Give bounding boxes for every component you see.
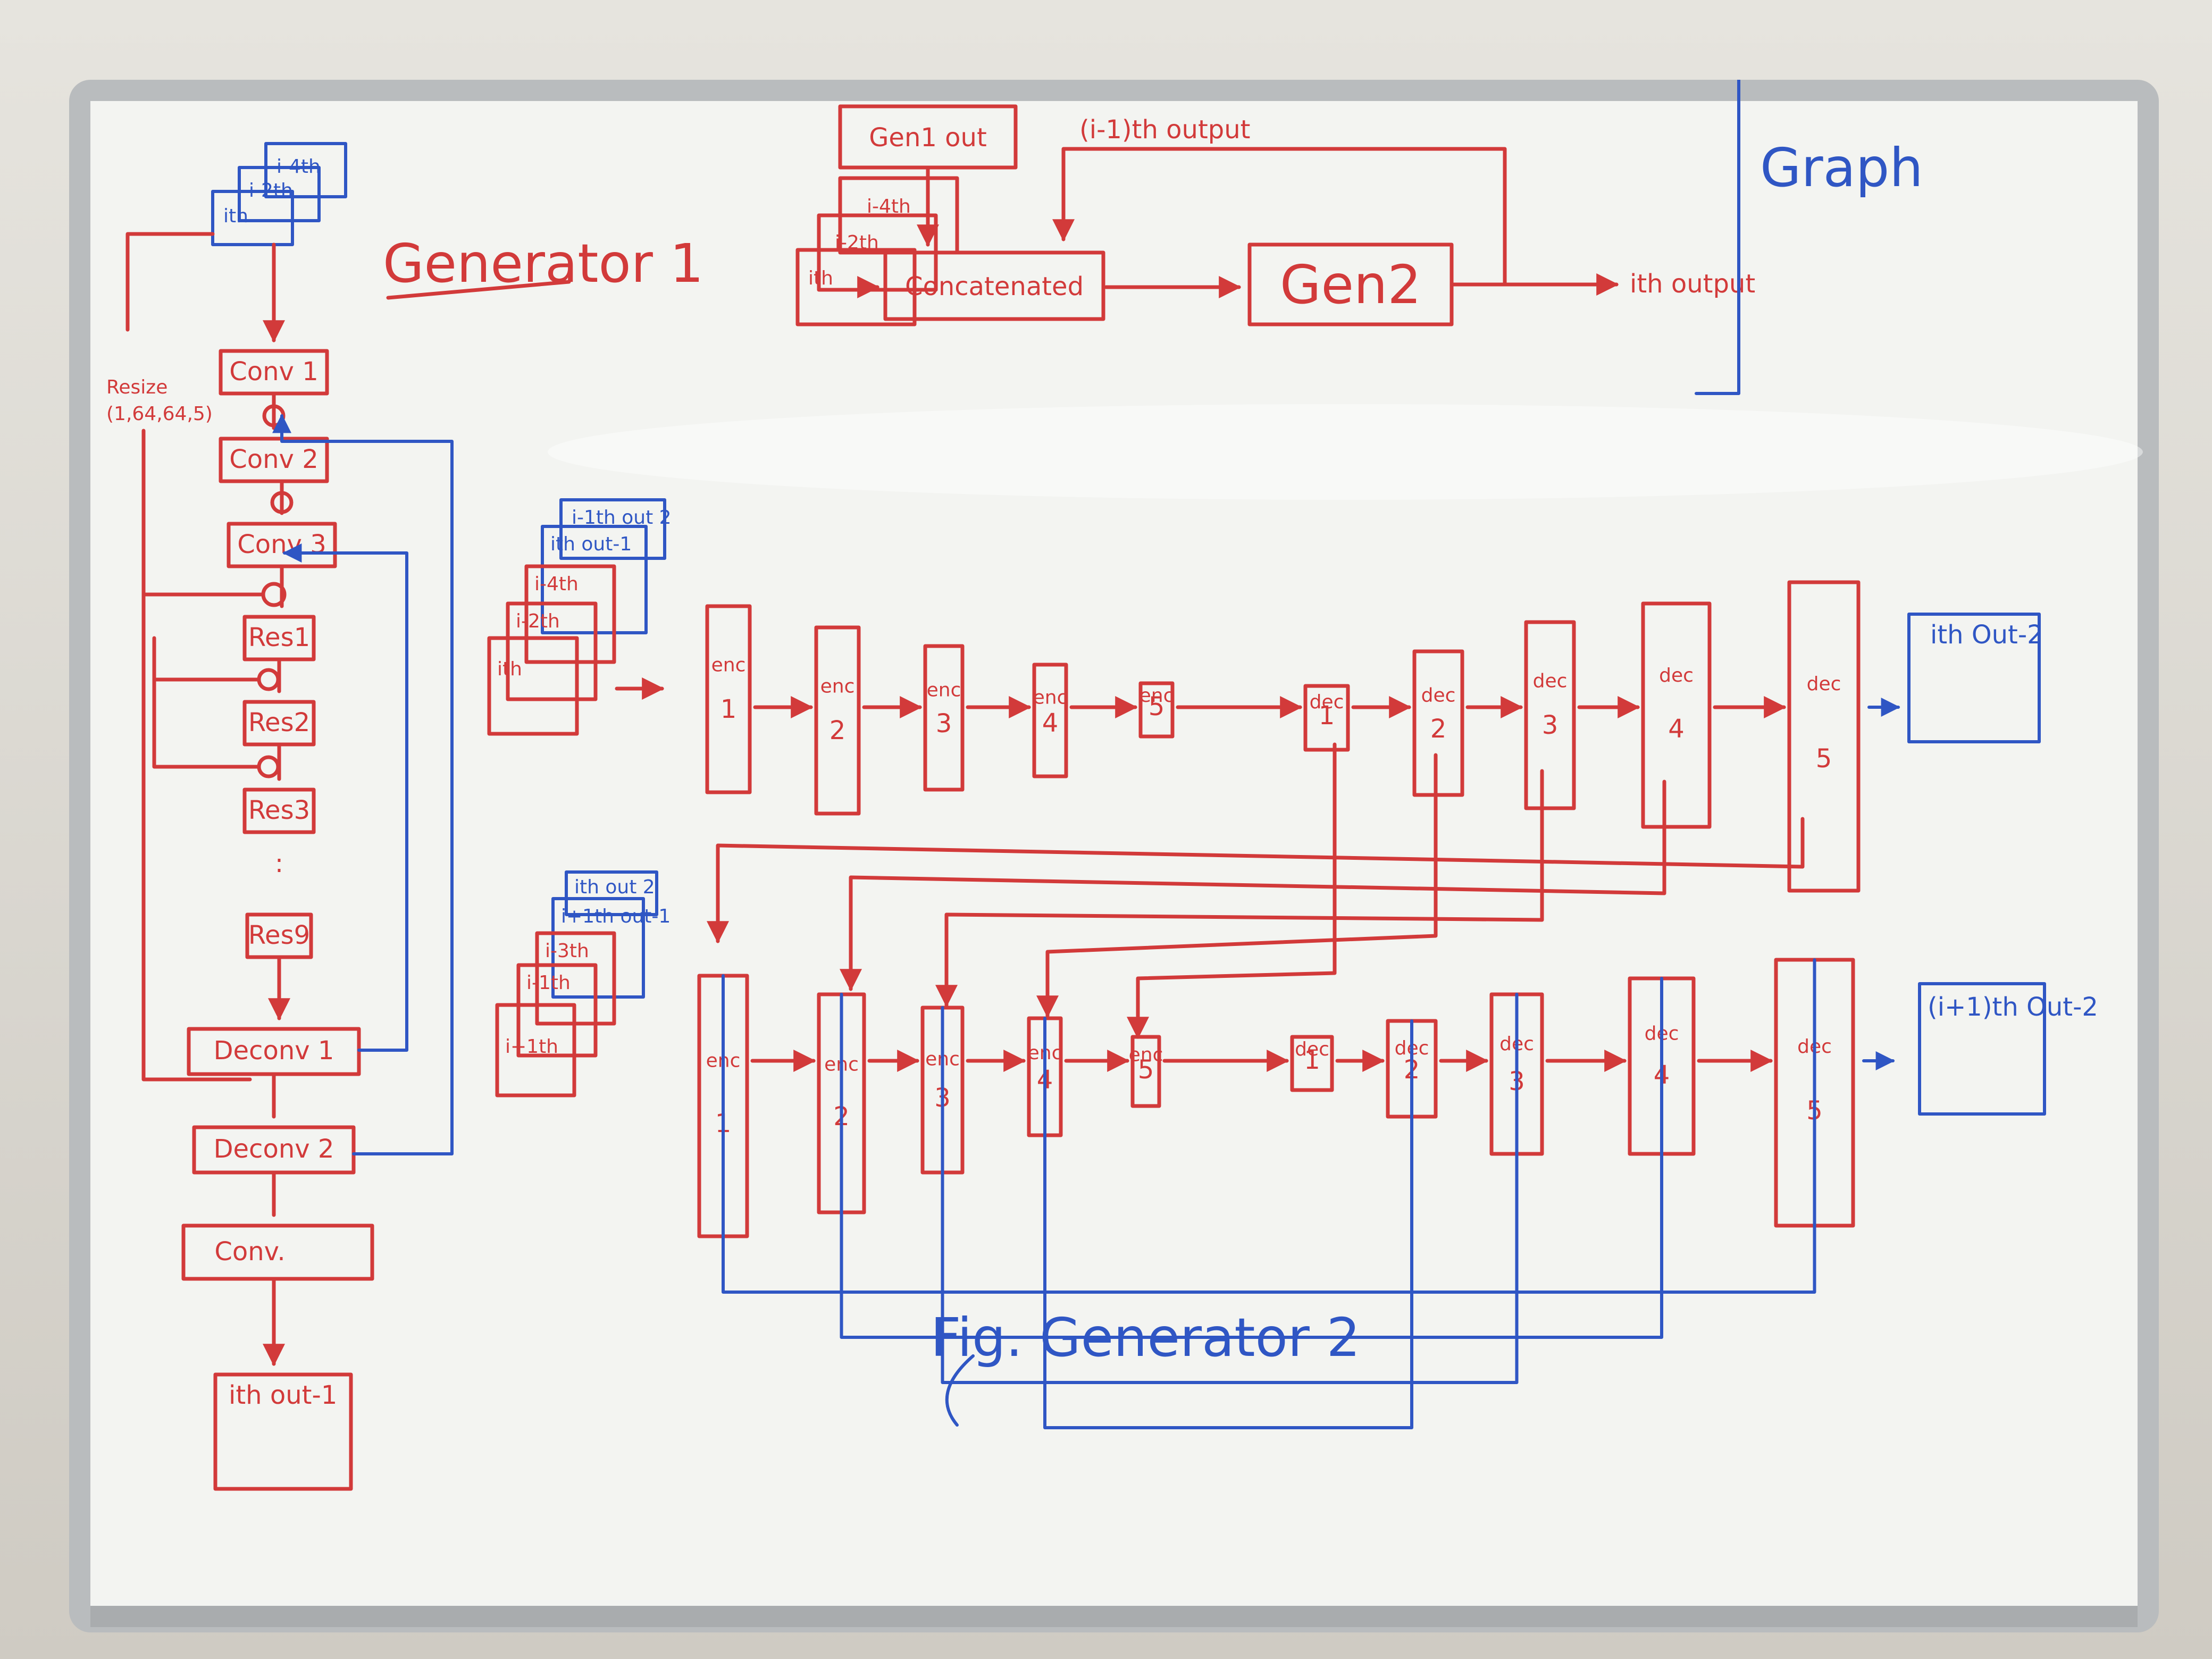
generator2_top-block-label-4: enc bbox=[1139, 685, 1174, 707]
graph-title: Graph bbox=[1760, 137, 1923, 199]
g2b-frame-0: ith out 2 bbox=[574, 876, 655, 898]
g1-label-res2: Res2 bbox=[248, 708, 310, 738]
generator2_top-block-label-0: enc bbox=[711, 655, 746, 676]
generator2_top-block-num-6: 2 bbox=[1430, 714, 1447, 744]
resize-dims: (1,64,64,5) bbox=[106, 403, 213, 425]
graph-output-label: ith output bbox=[1630, 269, 1755, 299]
generator2_top-block-label-3: enc bbox=[1033, 687, 1068, 709]
g1-block-res3 bbox=[242, 787, 316, 834]
title-underline bbox=[386, 280, 571, 300]
glare bbox=[548, 404, 2143, 500]
g1-label-res3: Res3 bbox=[248, 795, 310, 825]
whiteboard: i-4th i-2th ith Generator 1 Resize (1,64… bbox=[69, 80, 2159, 1632]
marker-tray bbox=[90, 1606, 2138, 1627]
g1-frame-label-0: i-4th bbox=[276, 156, 321, 178]
generator1-chain: Conv 1 Conv 2 Conv 3 Res1 Res2 Res3 : Re… bbox=[141, 242, 454, 1491]
generator1-frames: i-4th i-2th ith bbox=[211, 142, 347, 246]
g2b-frame-1: i+1th out-1 bbox=[561, 906, 671, 927]
g1-label-res9: Res9 bbox=[248, 920, 310, 950]
generator2_top-block-2 bbox=[923, 644, 965, 792]
generator2_bottom-block-label-4: enc bbox=[1129, 1044, 1163, 1066]
resize-label: Resize bbox=[106, 376, 167, 398]
cross-row-connections bbox=[707, 742, 1805, 1040]
g1-block-conv bbox=[181, 1224, 374, 1281]
generator2_top-block-0 bbox=[705, 604, 752, 794]
g1-skip-deconv2 bbox=[272, 414, 454, 1155]
generator2_bottom-block-5 bbox=[1290, 1035, 1334, 1092]
g1-label-deconv2: Deconv 2 bbox=[214, 1134, 334, 1164]
generator2_top-block-num-8: 4 bbox=[1668, 714, 1685, 744]
g2t-frame-2: i-4th bbox=[534, 573, 579, 595]
gen2-bottom-row: ith out 2 i+1th out-1 i-3th i-1th i+1th bbox=[495, 870, 671, 1097]
graph-frame-2: ith bbox=[808, 267, 833, 289]
generator2_top-block-num-3: 4 bbox=[1042, 708, 1059, 738]
g1-ellipsis: : bbox=[275, 849, 283, 878]
generator2_top-block-label-9: dec bbox=[1807, 673, 1841, 695]
generator2_top-block-5 bbox=[1303, 684, 1350, 752]
generator2_top-block-num-7: 3 bbox=[1542, 710, 1559, 740]
g1-block-conv2 bbox=[219, 437, 329, 483]
g2t-frame-1: ith out-1 bbox=[550, 533, 632, 555]
generator2_top-block-label-5: dec bbox=[1310, 691, 1344, 713]
resize-branch bbox=[125, 232, 215, 332]
generator2_top-block-6 bbox=[1412, 649, 1464, 797]
g1-label-conv1: Conv 1 bbox=[229, 357, 319, 387]
generator2_top-block-num-9: 5 bbox=[1816, 744, 1832, 774]
generator2_top-block-label-1: enc bbox=[820, 676, 855, 698]
concat-label: Concatenated bbox=[905, 272, 1084, 301]
graph-frame-0: i-4th bbox=[867, 196, 911, 217]
generator2_top-block-num-4: 5 bbox=[1149, 692, 1165, 722]
gen1-out-label: Gen1 out bbox=[869, 123, 987, 153]
g1-output-label: ith out-1 bbox=[229, 1380, 337, 1410]
bottom-output-box bbox=[1918, 982, 2046, 1116]
g1-frame-label-1: i-2th bbox=[249, 180, 293, 202]
generator2_top-block-7 bbox=[1524, 620, 1576, 810]
graph-diagram: i-4th i-2th ith Gen1 out Concatenated Ge… bbox=[795, 80, 1923, 395]
generator2_top-block-label-2: enc bbox=[927, 680, 961, 701]
concat-box bbox=[883, 250, 1105, 321]
generator2_top-block-3 bbox=[1032, 663, 1068, 778]
generator2_top-block-8 bbox=[1641, 601, 1712, 829]
g2t-frame-3: i-2th bbox=[516, 610, 560, 632]
g2t-frame-0: i-1th out 2 bbox=[572, 507, 672, 529]
generator2_top-block-num-5: 1 bbox=[1319, 701, 1335, 731]
generator2_top-block-num-2: 3 bbox=[936, 709, 952, 739]
g2b-frame-4: i+1th bbox=[505, 1036, 558, 1058]
caption-stroke bbox=[945, 1354, 975, 1427]
generator2_bottom-block-num-4: 5 bbox=[1138, 1055, 1154, 1085]
g2b-frame-2: i-3th bbox=[545, 940, 589, 962]
graph-frame-1: i-2th bbox=[835, 232, 879, 254]
generator2_top-block-num-0: 1 bbox=[720, 694, 737, 724]
generator2_top-block-num-1: 2 bbox=[830, 716, 846, 745]
top-output-label: ith Out-2 bbox=[1930, 620, 2043, 650]
g1-output-box bbox=[213, 1372, 353, 1491]
graph-bracket bbox=[1695, 80, 1740, 395]
g1-frame-label-2: ith bbox=[223, 205, 248, 227]
generator2_top-block-label-6: dec bbox=[1421, 685, 1456, 707]
figure-caption: Fig. Generator 2 bbox=[931, 1306, 1360, 1369]
g1-skip-deconv1 bbox=[282, 543, 408, 1052]
g2b-frame-3: i-1th bbox=[526, 972, 571, 994]
top-output-box bbox=[1907, 613, 2041, 743]
generator2_top-block-label-8: dec bbox=[1659, 665, 1694, 686]
g2t-frame-4: ith bbox=[497, 658, 522, 680]
feedback-label: (i-1)th output bbox=[1079, 115, 1250, 145]
generator2_top-block-1 bbox=[814, 625, 861, 816]
generator2_bottom-block-num-5: 1 bbox=[1304, 1045, 1320, 1075]
generator2_top-block-label-7: dec bbox=[1533, 671, 1568, 692]
gen2-top-row: i-1th out 2 ith out-1 i-4th i-2th ith bbox=[487, 498, 672, 736]
gen2-label: Gen2 bbox=[1280, 254, 1421, 316]
generator2_top-block-4 bbox=[1138, 681, 1175, 739]
generator2_top-block-9 bbox=[1787, 580, 1861, 893]
g1-label-deconv1: Deconv 1 bbox=[214, 1036, 334, 1066]
generator2_bottom-block-label-5: dec bbox=[1295, 1038, 1329, 1060]
g1-label-conv3: Conv 3 bbox=[237, 530, 326, 559]
g1-label-conv: Conv. bbox=[214, 1237, 285, 1267]
g1-label-res1: Res1 bbox=[248, 623, 310, 652]
bottom-output-label: (i+1)th Out-2 bbox=[1928, 992, 2098, 1022]
g1-label-conv2: Conv 2 bbox=[229, 445, 319, 474]
resize-skip-line bbox=[141, 429, 252, 1082]
